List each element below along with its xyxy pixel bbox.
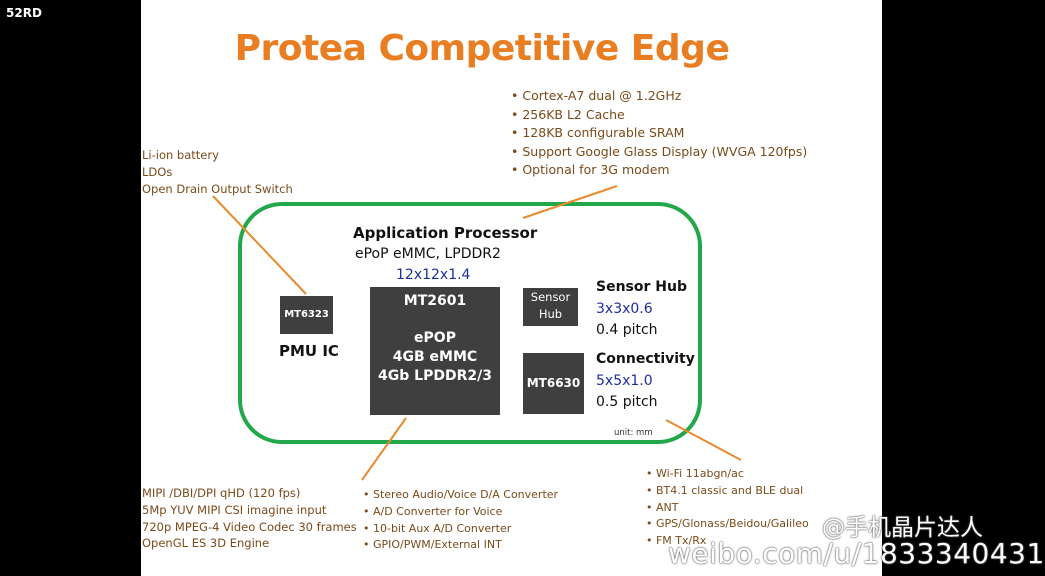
- connector-processor: [522, 185, 618, 219]
- connectivity-size: 5x5x1.0: [596, 373, 653, 389]
- pmu-notes: Li-ion battery LDOs Open Drain Output Sw…: [142, 147, 293, 197]
- list-item: • Stereo Audio/Voice D/A Converter: [363, 488, 559, 501]
- mt6323-chip: MT6323: [280, 296, 333, 334]
- chip-line: 4GB eMMC: [392, 349, 478, 365]
- list-item: • Optional for 3G modem: [511, 162, 670, 177]
- list-item: • Cortex-A7 dual @ 1.2GHz: [511, 88, 682, 103]
- sensor-hub-heading: Sensor Hub: [596, 279, 687, 295]
- connector-audio: [361, 417, 407, 481]
- list-item: LDOs: [142, 164, 173, 179]
- sensor-hub-pitch: 0.4 pitch: [596, 322, 658, 338]
- corner-watermark: 52RD: [6, 6, 42, 20]
- list-item: 720p MPEG-4 Video Codec 30 frames: [142, 519, 357, 534]
- connector-pmu: [212, 195, 307, 295]
- video-notes: MIPI /DBI/DPI qHD (120 fps) 5Mp YUV MIPI…: [142, 485, 357, 552]
- mt2601-chip: MT2601 ePOP 4GB eMMC 4Gb LPDDR2/3: [370, 287, 500, 415]
- unit-note: unit: mm: [614, 428, 653, 438]
- list-item: • A/D Converter for Voice: [363, 504, 503, 518]
- chip-line: Sensor: [530, 290, 571, 304]
- list-item: Li-ion battery: [142, 148, 219, 162]
- chip-line: ePOP: [414, 330, 456, 346]
- connectivity-notes: • Wi-Fi 11abgn/ac • BT4.1 classic and BL…: [646, 466, 809, 550]
- list-item: • GPIO/PWM/External INT: [363, 538, 502, 552]
- board-outline: [238, 202, 702, 444]
- slide: Protea Competitive Edge • Cortex-A7 dual…: [141, 0, 882, 576]
- weibo-url-watermark: weibo.com/u/1833340431: [668, 537, 1045, 570]
- list-item: MIPI /DBI/DPI qHD (120 fps): [142, 486, 301, 500]
- sensor-hub-chip: Sensor Hub: [523, 288, 578, 326]
- processor-notes: • Cortex-A7 dual @ 1.2GHz • 256KB L2 Cac…: [511, 87, 807, 180]
- diagram-lines: [212, 185, 742, 481]
- list-item: Open Drain Output Switch: [142, 181, 293, 196]
- app-processor-heading: Application Processor: [353, 224, 538, 242]
- slide-title: Protea Competitive Edge: [234, 28, 730, 69]
- chip-name: MT2601: [403, 293, 467, 309]
- chip-line: 4Gb LPDDR2/3: [378, 368, 492, 384]
- mt6630-chip: MT6630: [523, 353, 584, 414]
- list-item: • FM Tx/Rx: [646, 534, 707, 548]
- app-processor-size: 12x12x1.4: [396, 267, 471, 283]
- list-item: • 128KB configurable SRAM: [511, 125, 685, 140]
- list-item: • ANT: [646, 500, 679, 514]
- chip-line: Hub: [538, 307, 563, 321]
- list-item: • BT4.1 classic and BLE dual: [646, 483, 804, 497]
- connectivity-heading: Connectivity: [596, 351, 695, 367]
- list-item: • 256KB L2 Cache: [511, 106, 625, 122]
- list-item: OpenGL ES 3D Engine: [142, 536, 270, 551]
- audio-notes: • Stereo Audio/Voice D/A Converter • A/D…: [363, 487, 558, 554]
- list-item: • Wi-Fi 11abgn/ac: [646, 467, 744, 480]
- weibo-name-watermark: @手机晶片达人: [822, 515, 983, 541]
- app-processor-subheading: ePoP eMMC, LPDDR2: [355, 246, 501, 262]
- pmu-label: PMU IC: [279, 342, 339, 360]
- list-item: • 10-bit Aux A/D Converter: [363, 521, 512, 535]
- list-item: 5Mp YUV MIPI CSI imagine input: [142, 502, 327, 517]
- connector-wifi: [665, 419, 742, 461]
- list-item: • GPS/Glonass/Beidou/Galileo: [646, 517, 809, 531]
- connectivity-pitch: 0.5 pitch: [596, 394, 658, 410]
- sensor-hub-size: 3x3x0.6: [596, 301, 653, 317]
- list-item: • Support Google Glass Display (WVGA 120…: [511, 143, 808, 159]
